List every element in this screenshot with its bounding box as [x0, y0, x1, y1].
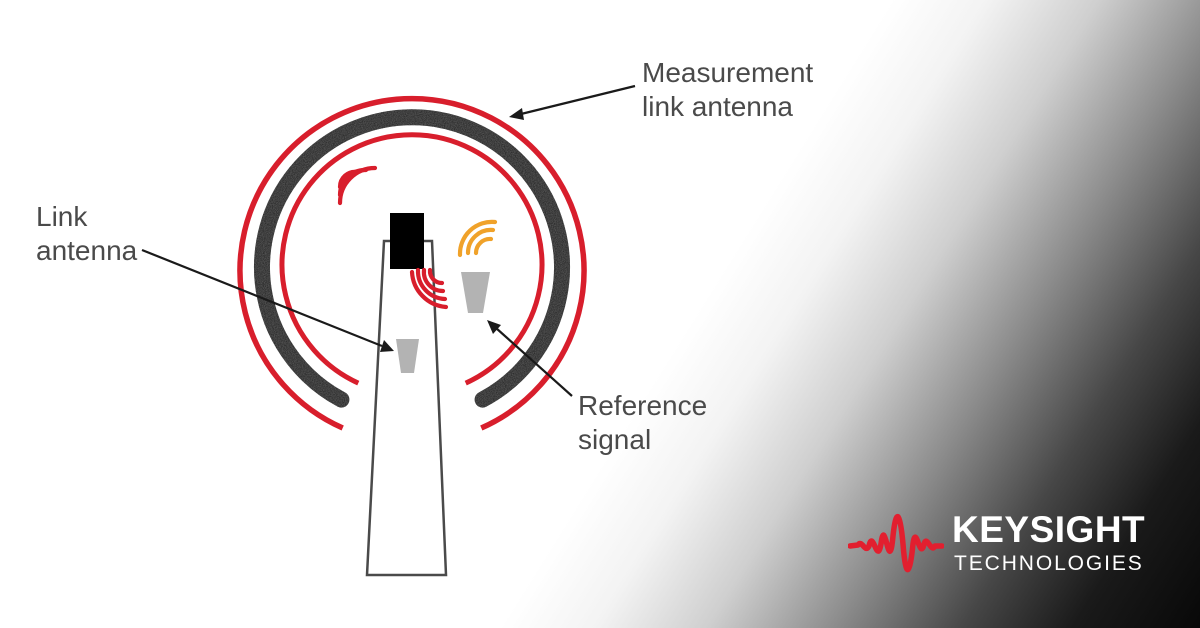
- tower-top-box: [390, 213, 424, 269]
- inner-red-ring: [279, 132, 545, 386]
- keysight-wave-icon: [848, 513, 944, 573]
- link-antenna-label: Link antenna: [36, 200, 137, 268]
- keysight-logo: KEYSIGHT TECHNOLOGIES: [848, 506, 1168, 586]
- brand-subtitle: TECHNOLOGIES: [954, 552, 1144, 575]
- link-label-line1: Link: [36, 201, 88, 232]
- measurement-link-antenna-label: Measurement link antenna: [642, 56, 813, 124]
- reference-leader-line: [495, 327, 573, 397]
- link-leader-line: [141, 248, 383, 348]
- measurement-arrowhead: [509, 108, 524, 120]
- reference-label-line1: Reference: [578, 390, 708, 421]
- brand-name: KEYSIGHT: [952, 509, 1146, 550]
- reference-label-line2: signal: [578, 424, 652, 455]
- red-signal-waves-tower: [409, 267, 449, 310]
- reference-signal-label: Reference signal: [578, 389, 707, 457]
- reference-signal-waves: [457, 219, 498, 258]
- measurement-leader-line: [520, 84, 636, 116]
- leader-arrows: [141, 84, 636, 397]
- link-antenna: [396, 339, 419, 373]
- outer-red-ring: [237, 95, 587, 431]
- link-arrowhead: [380, 340, 394, 352]
- measurement-label-line2: link antenna: [642, 91, 794, 122]
- link-label-line2: antenna: [36, 235, 138, 266]
- measurement-label-line1: Measurement: [642, 57, 814, 88]
- reference-antenna: [461, 272, 490, 313]
- measurement-ring-texture: [254, 109, 570, 408]
- reference-arrowhead: [487, 320, 501, 334]
- red-signal-waves-upper: [337, 165, 378, 206]
